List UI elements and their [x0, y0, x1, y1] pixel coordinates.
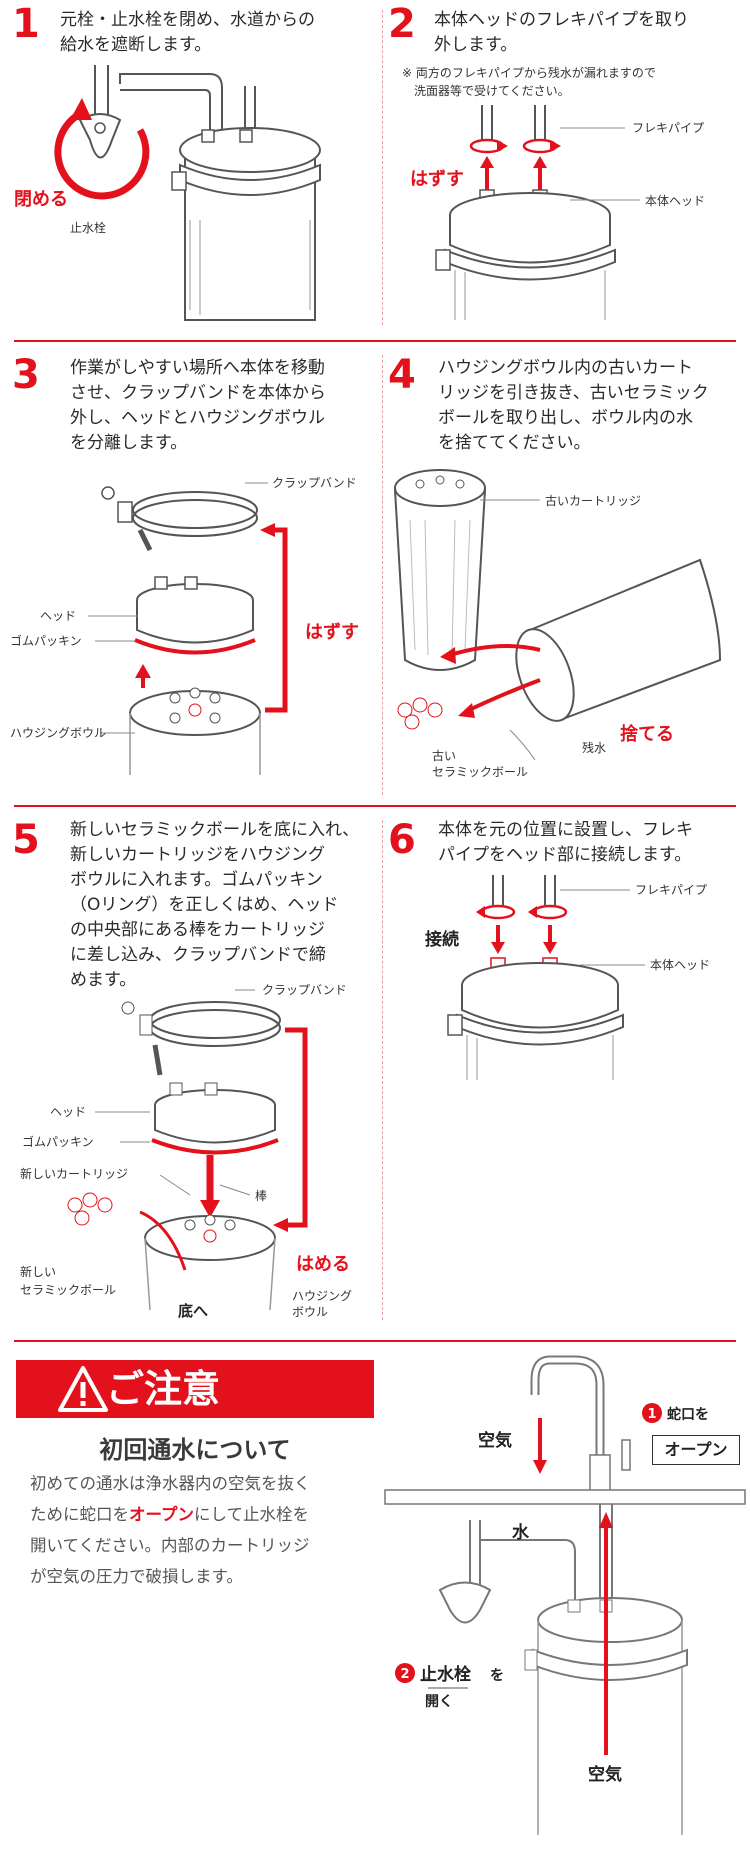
caution-line: 初めての通水は浄水器内の空気を抜く — [30, 1474, 311, 1493]
band-label: クラップバンド — [262, 983, 347, 997]
open-emphasis: オープン — [129, 1505, 195, 1524]
step-text: 新しいセラミックボールを底に入れ、 新しいカートリッジをハウジング ボウルに入れ… — [70, 820, 360, 990]
svg-text:2: 2 — [400, 1667, 409, 1682]
gasket-label: ゴムパッキン — [10, 633, 82, 648]
old-cartridge-label: 古いカートリッジ — [545, 493, 641, 508]
rod-label: 棒 — [255, 1189, 267, 1203]
step2-note: ※ 両方のフレキパイプから残水が漏れますので 洗面器等で受けてください。 — [402, 66, 656, 98]
new-cartridge-label: 新しいカートリッジ — [20, 1166, 128, 1181]
section-divider — [14, 805, 736, 807]
open-faucet-box: オープン — [652, 1435, 740, 1465]
bowl-label-2: ボウル — [292, 1305, 328, 1319]
svg-text:1: 1 — [647, 1407, 656, 1422]
bowl-label-1: ハウジング — [292, 1289, 352, 1303]
step-number: 1 — [12, 1, 40, 47]
remove-label: はずす — [410, 169, 464, 190]
band-label: クラップバンド — [272, 476, 357, 490]
step-badge-1 — [642, 1403, 662, 1423]
step-number: 4 — [388, 352, 416, 398]
old-ball-label-2: セラミックボール — [432, 765, 528, 779]
step-number: 6 — [388, 817, 416, 863]
caution-line: 開いてください。内部のカートリッジ — [30, 1536, 310, 1555]
step-text: 本体を元の位置に設置し、フレキ パイプをヘッド部に接続します。 — [438, 820, 693, 865]
close-label: 閉める — [14, 189, 68, 210]
step-text: 本体ヘッドのフレキパイプを取り 外します。 — [434, 10, 689, 55]
column-divider — [382, 355, 383, 795]
caution-line: ために蛇口をオープンにして止水栓を — [30, 1505, 310, 1524]
remove-label: はずす — [305, 622, 359, 643]
step-text: ハウジングボウル内の古いカート リッジを引き抜き、古いセラミック ボールを取り出… — [438, 358, 709, 453]
step-number: 3 — [12, 352, 40, 398]
old-ball-label-1: 古い — [432, 748, 456, 763]
column-divider — [382, 10, 383, 325]
new-ball-label-1: 新しい — [20, 1264, 56, 1279]
air-bottom-label: 空気 — [588, 1764, 622, 1785]
caution-subtitle: 初回通水について — [99, 1436, 291, 1464]
valve-suffix-label: を — [490, 1668, 504, 1684]
head-label: ヘッド — [40, 609, 76, 623]
caution-title: ご注意 — [106, 1367, 221, 1411]
discard-label: 捨てる — [620, 723, 674, 745]
fit-label: はめる — [296, 1254, 350, 1275]
new-ball-label-2: セラミックボール — [20, 1283, 116, 1297]
caution-body: 初めての通水は浄水器内の空気を抜く ために蛇口をオープンにして止水栓を 開いてく… — [30, 1468, 375, 1592]
step-text: 作業がしやすい場所へ本体を移動 させ、クラップバンドを本体から 外し、ヘッドとハ… — [70, 358, 326, 453]
gasket-label: ゴムパッキン — [22, 1134, 94, 1149]
bowl-label: ハウジングボウル — [10, 726, 106, 740]
flexi-label: フレキパイプ — [635, 883, 707, 897]
step-number: 2 — [388, 1, 416, 47]
flexi-label: フレキパイプ — [632, 121, 704, 135]
air-top-label: 空気 — [478, 1430, 512, 1451]
residual-water-label: 残水 — [582, 741, 606, 755]
head-label: 本体ヘッド — [650, 958, 710, 972]
faucet-label: 蛇口を — [667, 1406, 709, 1423]
step-badge-2 — [395, 1663, 415, 1683]
warning-icon — [58, 1366, 108, 1412]
bottom-label: 底へ — [178, 1302, 208, 1320]
caution-line: が空気の圧力で破損します。 — [30, 1567, 243, 1586]
step-text: 元栓・止水栓を閉め、水道からの 給水を遮断します。 — [60, 10, 315, 55]
connect-label: 接続 — [425, 929, 459, 950]
head-label: ヘッド — [50, 1105, 86, 1119]
valve-label: 止水栓 — [70, 220, 106, 235]
caution-banner: ご注意 — [16, 1360, 374, 1418]
head-label: 本体ヘッド — [645, 194, 705, 208]
rotate-arrow-icon — [54, 112, 150, 200]
section-divider — [14, 340, 736, 342]
water-label: 水 — [512, 1522, 530, 1543]
column-divider — [382, 820, 383, 1320]
section-divider — [14, 1340, 736, 1342]
step-number: 5 — [12, 817, 40, 863]
valve-label: 止水栓 — [420, 1664, 471, 1685]
open-valve-label: 開く — [425, 1694, 453, 1710]
